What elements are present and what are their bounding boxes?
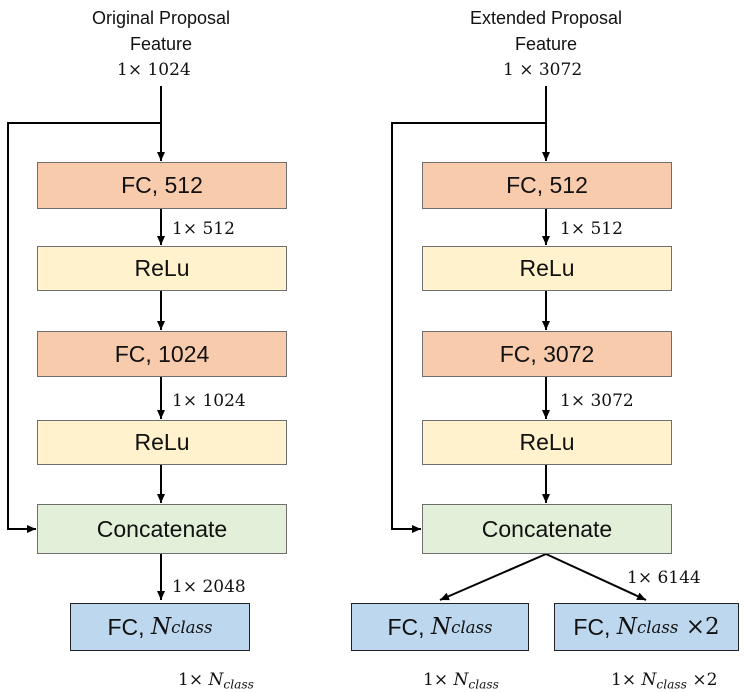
right-output-dim-subscript: class xyxy=(468,677,499,692)
right-output2-symbol: N xyxy=(616,614,637,640)
right-output2-subscript: class xyxy=(636,617,679,637)
right-title-line1: Extended Proposal xyxy=(469,8,623,28)
right-output-subscript: class xyxy=(451,617,493,637)
right-title: Extended Proposal Feature xyxy=(446,5,646,57)
left-output-dim: 1× Nclass xyxy=(178,670,254,692)
right-output-dim-symbol: N xyxy=(453,670,469,690)
left-concatenate-block: Concatenate xyxy=(37,504,287,554)
left-title-line1: Original Proposal xyxy=(91,8,231,28)
right-output2-suffix: ×2 xyxy=(678,614,720,640)
arrow-concat-to-output2-right xyxy=(545,553,647,601)
right-output-symbol: N xyxy=(430,614,452,640)
right-input-dim: 1 × 3072 xyxy=(503,60,583,80)
left-output-subscript: class xyxy=(171,617,213,637)
skip-connection-right xyxy=(391,122,546,533)
right-output2-dim-symbol: N xyxy=(641,670,657,690)
right-fc1-block: FC, 512 xyxy=(422,162,672,209)
arrow-concat-to-output1-right xyxy=(439,553,547,601)
left-input-dim: 1× 1024 xyxy=(117,60,191,80)
left-output-symbol: N xyxy=(150,614,172,640)
right-output2-dim-prefix: 1× xyxy=(611,670,642,690)
left-title-line2: Feature xyxy=(129,34,193,54)
right-output-prefix: FC, xyxy=(387,613,431,640)
right-concatenate-block: Concatenate xyxy=(422,504,672,554)
right-output2-dim: 1× Nclass ×2 xyxy=(611,670,717,692)
left-output-dim-symbol: N xyxy=(208,670,224,690)
right-relu2-block: ReLu xyxy=(422,420,672,465)
left-relu1-block: ReLu xyxy=(37,246,287,291)
right-dim-after-fc1: 1× 512 xyxy=(560,219,623,239)
left-relu2-block: ReLu xyxy=(37,420,287,465)
left-dim-after-fc1: 1× 512 xyxy=(172,219,235,239)
right-dim-after-concat: 1× 6144 xyxy=(627,568,701,588)
left-output-dim-prefix: 1× xyxy=(178,670,209,690)
right-title-line2: Feature xyxy=(514,34,578,54)
skip-connection-left xyxy=(7,122,161,533)
right-dim-after-fc2: 1× 3072 xyxy=(560,391,634,411)
left-title: Original Proposal Feature xyxy=(61,5,261,57)
left-dim-after-concat: 1× 2048 xyxy=(172,577,246,597)
left-output-dim-subscript: class xyxy=(223,677,254,692)
right-relu1-block: ReLu xyxy=(422,246,672,291)
right-fc2-block: FC, 3072 xyxy=(422,331,672,377)
right-output2-prefix: FC, xyxy=(573,613,617,640)
left-fc1-block: FC, 512 xyxy=(37,162,287,209)
left-fc2-block: FC, 1024 xyxy=(37,331,287,377)
right-output2-dim-suffix: ×2 xyxy=(686,670,718,690)
left-output-prefix: FC, xyxy=(107,613,151,640)
right-output2-dim-subscript: class xyxy=(656,677,687,692)
right-output-dim: 1× Nclass xyxy=(423,670,499,692)
right-output-dim-prefix: 1× xyxy=(423,670,454,690)
left-dim-after-fc2: 1× 1024 xyxy=(172,391,246,411)
